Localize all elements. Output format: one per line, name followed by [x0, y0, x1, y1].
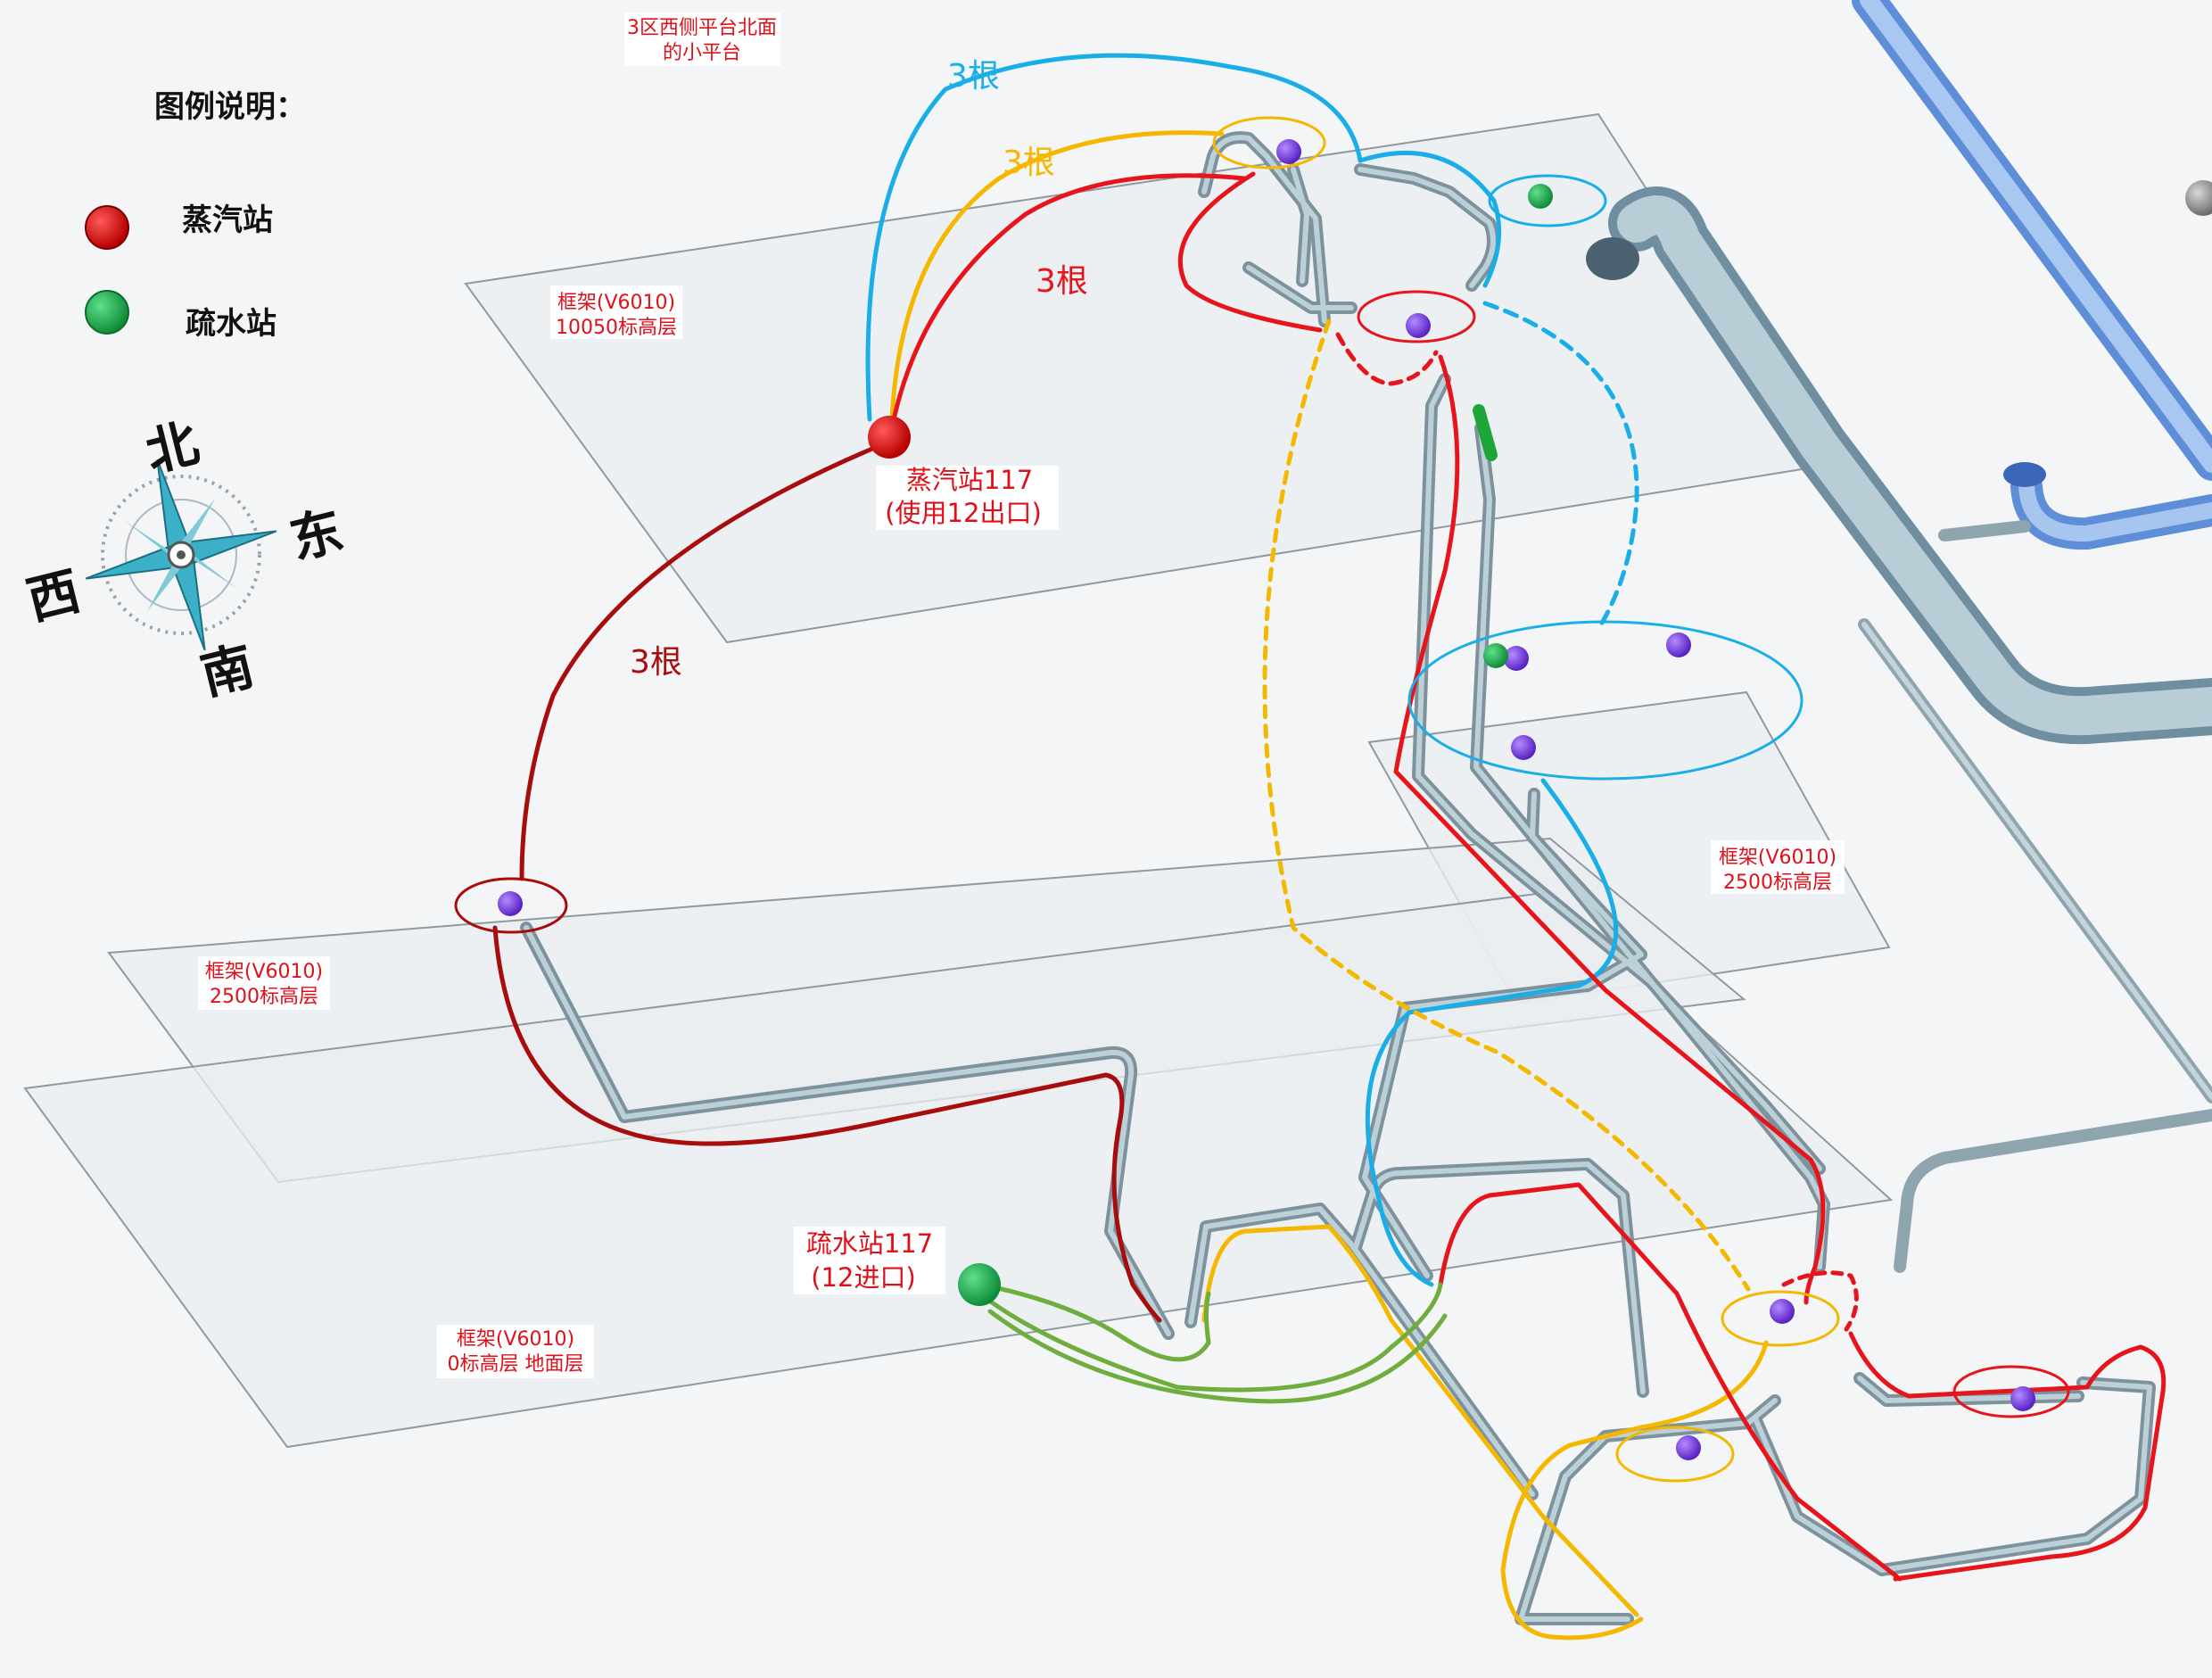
- floor-plane-0: [23, 890, 1894, 1449]
- route-green: [987, 1309, 1448, 1404]
- compass-dial: [101, 475, 261, 635]
- valve-node-icon: [1504, 646, 1529, 671]
- route-red: [1393, 354, 1826, 1305]
- legend-steam-label: 蒸汽站: [182, 203, 273, 238]
- route-green: [983, 1282, 1443, 1393]
- valve-node-icon: [1406, 313, 1431, 338]
- valve-node-icon: [2010, 1386, 2035, 1411]
- compass-south-label: 南: [195, 635, 260, 707]
- compass-rose: 北 南 东 西: [21, 412, 350, 707]
- platform-note-line2: 的小平台: [663, 42, 741, 64]
- route-red-dashed: [1781, 1270, 1859, 1332]
- route-blue-dashed: [1482, 301, 1639, 627]
- route-red: [1438, 1182, 1902, 1582]
- route-blue: [1365, 778, 1618, 1287]
- count-label-darkred: 3根: [630, 644, 682, 681]
- floor-label-line2: 10050标高层: [556, 317, 677, 339]
- valve-group-outline: [1615, 1426, 1735, 1483]
- valve-nodes: [498, 139, 2035, 1460]
- count-label-yellow: 3根: [1003, 145, 1055, 181]
- valve-node-icon: [1276, 139, 1301, 164]
- floor-label-line1: 框架(V6010): [457, 1328, 574, 1351]
- platform-note: 3区西侧平台北面 的小平台: [624, 12, 780, 66]
- valve-node-icon: [1676, 1435, 1701, 1460]
- route-red: [1848, 1331, 2167, 1582]
- steam-station-name: 蒸汽站117: [906, 465, 1033, 495]
- pipe-end-cap: [1586, 237, 1639, 280]
- route-green: [978, 1282, 1211, 1362]
- steam-station-legend-icon: [85, 205, 129, 250]
- highlight-ellipses: [454, 116, 2070, 1483]
- route-yellow: [1500, 1340, 1769, 1641]
- platform-note-line1: 3区西侧平台北面: [627, 17, 777, 39]
- route-yellow-dashed: [1262, 318, 1751, 1292]
- legend-drain-label: 疏水站: [186, 306, 276, 342]
- compass-needle-west: [85, 545, 175, 580]
- main-pipes: [1608, 0, 2212, 1273]
- floor-label-line2: 2500标高层: [1723, 872, 1832, 894]
- floor-label-0: 框架(V6010) 0标高层 地面层: [437, 1325, 594, 1378]
- legend-title: 图例说明：: [154, 89, 306, 125]
- route-darkred: [519, 443, 881, 881]
- route-red: [1177, 171, 1323, 333]
- floor-label-line2: 0标高层 地面层: [448, 1353, 584, 1376]
- count-label-red: 3根: [1036, 263, 1088, 300]
- drain-station-name: 疏水站117: [806, 1228, 933, 1259]
- route-red-dashed: [1335, 332, 1439, 386]
- drain-station-label: 疏水站117 (12进口): [794, 1227, 945, 1294]
- steam-station-port: (使用12出口): [885, 498, 1042, 528]
- valve-group-outline: [1721, 1290, 1840, 1347]
- floor-label-line1: 框架(V6010): [1719, 847, 1836, 869]
- pipe-end-cap: [2003, 462, 2046, 487]
- drain-station-legend-icon: [85, 290, 129, 335]
- valve-group-outline: [1407, 620, 1803, 781]
- valve-group-outline: [454, 877, 568, 934]
- count-label-blue: 3根: [947, 58, 1000, 95]
- floor-planes: [23, 112, 1894, 1449]
- compass-east-label: 东: [285, 500, 350, 571]
- floor-label-line2: 2500标高层: [210, 986, 318, 1008]
- valve-group-outline: [1952, 1365, 2070, 1418]
- valve-node-icon: [1666, 632, 1691, 657]
- floor-label-10050: 框架(V6010) 10050标高层: [550, 285, 682, 339]
- drain-group-outline: [1488, 174, 1607, 227]
- grey-node-icon: [2185, 180, 2212, 216]
- floor-label-line1: 框架(V6010): [557, 292, 675, 314]
- valve-group-outline: [1212, 116, 1326, 169]
- steam-station-label: 蒸汽站117 (使用12出口): [876, 465, 1059, 530]
- compass-needle-south: [171, 561, 206, 651]
- valve-node-icon: [1770, 1299, 1795, 1324]
- route-yellow: [889, 130, 1225, 422]
- valve-group-outline: [1357, 290, 1476, 343]
- drain-node-icon: [1528, 184, 1553, 209]
- route-red: [889, 173, 1247, 431]
- steam-station-icon: [868, 416, 911, 459]
- green-pipe-segment: [1473, 404, 1498, 461]
- compass-west-label: 西: [21, 560, 87, 632]
- compass-needle-east: [187, 530, 277, 565]
- legend: 图例说明： 蒸汽站 疏水站: [85, 89, 306, 342]
- floor-label-2500-west: 框架(V6010) 2500标高层: [198, 956, 330, 1010]
- valve-node-icon: [498, 891, 523, 916]
- route-darkred: [492, 925, 1162, 1323]
- drain-node-icon: [1483, 643, 1508, 668]
- drain-station-icon: [958, 1263, 1001, 1306]
- route-blue: [865, 53, 1363, 422]
- drain-station-port: (12进口): [811, 1262, 916, 1293]
- route-yellow: [1201, 1224, 1639, 1617]
- compass-north-label: 北: [140, 412, 205, 484]
- floor-label-line1: 框架(V6010): [205, 961, 323, 983]
- floor-label-2500-east: 框架(V6010) 2500标高层: [1711, 840, 1845, 894]
- valve-node-icon: [1511, 735, 1536, 760]
